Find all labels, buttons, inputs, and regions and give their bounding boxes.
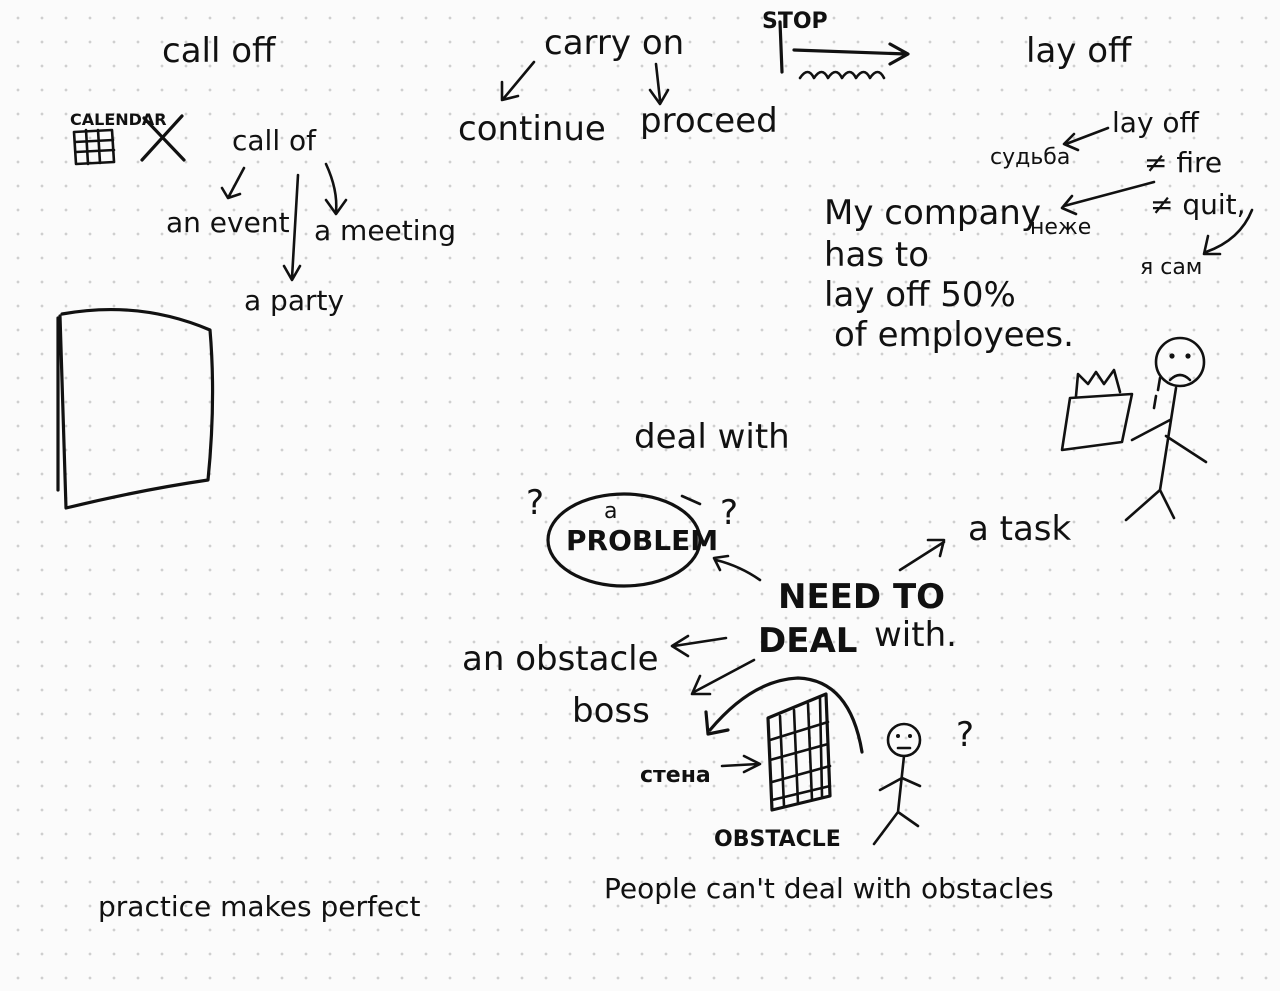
problem-ellipse	[546, 492, 702, 588]
deal-with-title: deal with	[634, 417, 790, 457]
lay-off-translation-self: я сам	[1140, 255, 1202, 280]
lay-off-example-line-4: of employees.	[834, 315, 1074, 355]
lay-off-example-line-2: has to	[824, 235, 929, 275]
arrow-to-proceed	[648, 62, 670, 106]
arrow-to-task	[898, 538, 946, 572]
obstacle-label: an obstacle	[462, 639, 659, 679]
confused-person-drawing: ?	[872, 715, 974, 846]
stop-label: STOP	[762, 9, 828, 34]
call-off-item-meeting: a meeting	[314, 214, 456, 247]
wall-label: стена	[640, 763, 711, 788]
deal-with-section: deal with a PROBLEM ? ? a task NEED TO D…	[462, 417, 1072, 905]
with-label: with.	[874, 615, 957, 655]
lay-off-example-line-1: My company	[824, 193, 1041, 233]
arrow-to-continue	[500, 60, 536, 102]
lay-off-example-line-3: lay off 50%	[824, 275, 1016, 315]
arrow-to-fate	[1062, 126, 1110, 152]
lay-off-not-quit: ≠ quit,	[1150, 188, 1246, 221]
arrow-to-meeting	[324, 162, 348, 216]
call-off-section: call off CALENDAR call of an event a mee…	[70, 31, 456, 317]
arrow-to-boss	[690, 658, 756, 696]
sad-person-with-box-drawing	[1060, 336, 1208, 522]
carry-on-title: carry on	[544, 23, 684, 63]
question-mark-left: ?	[526, 483, 544, 523]
carry-on-section: carry on continue proceed STOP	[458, 9, 910, 149]
problem-label: PROBLEM	[566, 524, 718, 557]
deal-with-example: People can't deal with obstacles	[604, 872, 1054, 905]
deal-label: DEAL	[758, 621, 857, 661]
arrow-to-obstacle	[670, 634, 728, 658]
arrow-to-party	[282, 173, 302, 282]
carry-on-item-proceed: proceed	[640, 101, 778, 141]
obstacle-wall-drawing: стена OBSTACLE	[640, 676, 864, 852]
calendar-label: CALENDAR	[70, 110, 167, 129]
empty-frame-drawing	[56, 307, 215, 510]
obstacle-drawing-label: OBSTACLE	[714, 827, 841, 852]
need-to-label: NEED TO	[778, 577, 945, 617]
calendar-icon: CALENDAR	[70, 110, 186, 166]
call-off-item-party: a party	[244, 284, 344, 317]
practice-makes-perfect-note: practice makes perfect	[98, 890, 420, 923]
question-mark-person: ?	[956, 715, 974, 755]
lay-off-section: lay off lay off судьба ≠ fire ≠ quit, не…	[824, 31, 1254, 522]
question-mark-right: ?	[720, 493, 738, 533]
arrow-to-self	[1202, 208, 1254, 256]
lay-off-subtitle: lay off	[1112, 106, 1200, 139]
call-off-title: call off	[162, 31, 277, 71]
stop-continue-doodle: STOP	[762, 9, 910, 80]
arrow-to-problem	[712, 554, 762, 582]
arrow-to-event	[220, 166, 246, 200]
call-off-item-event: an event	[166, 206, 290, 239]
carry-on-item-continue: continue	[458, 109, 606, 149]
lay-off-translation-fate: судьба	[990, 145, 1070, 170]
lay-off-not-fire: ≠ fire	[1144, 146, 1222, 179]
arrow-to-not-self	[1060, 180, 1156, 216]
problem-article: a	[604, 499, 617, 524]
boss-label: boss	[572, 691, 650, 731]
task-label: a task	[968, 509, 1072, 549]
lay-off-translation-not-self: нежe	[1030, 215, 1091, 240]
call-of-subtitle: call of	[232, 124, 317, 157]
lay-off-title: lay off	[1026, 31, 1133, 71]
